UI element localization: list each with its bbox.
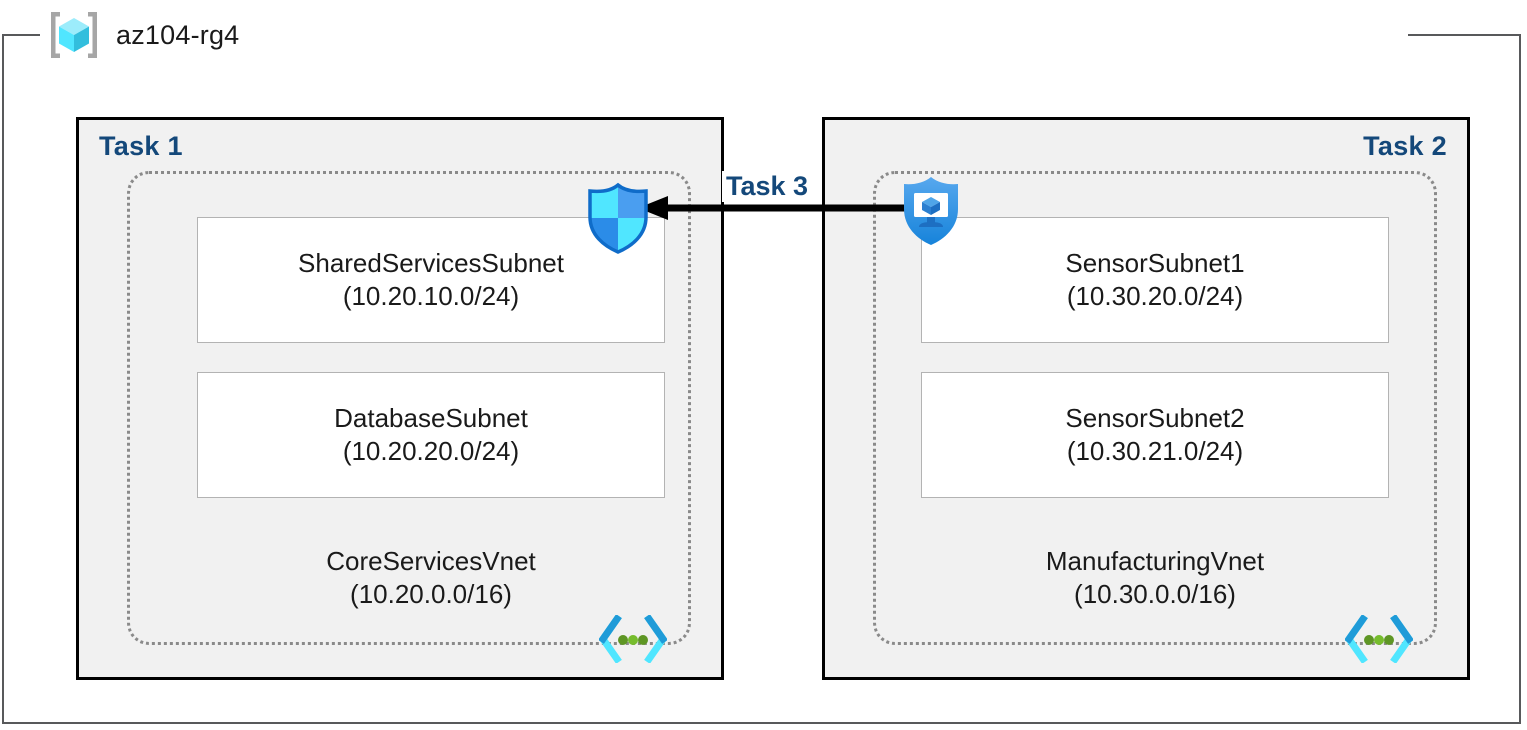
subnet-cidr: (10.20.10.0/24) — [342, 281, 520, 311]
subnet-cidr: (10.30.21.0/24) — [1066, 436, 1244, 466]
resource-group-frame-top-left — [2, 34, 40, 36]
subnet-name: SensorSubnet2 — [1065, 402, 1245, 433]
vnet-manufacturing[interactable] — [873, 171, 1437, 645]
vnet-cidr: (10.30.0.0/16) — [1074, 579, 1236, 610]
task-3-label: Task 3 — [722, 171, 813, 202]
subnet-name: SharedServicesSubnet — [298, 247, 564, 278]
subnet-cidr: (10.20.20.0/24) — [342, 436, 520, 466]
defender-shield-icon — [899, 175, 963, 247]
resource-group-cube-icon — [46, 7, 102, 63]
resource-group-header: az104-rg4 — [46, 6, 250, 64]
vnet-cidr: (10.20.0.0/16) — [350, 579, 512, 610]
task-panel-1[interactable]: Task 1 SharedServicesSubnet (10.20.10.0/… — [76, 117, 724, 680]
vnet-name: CoreServicesVnet — [326, 546, 536, 576]
task-1-label: Task 1 — [99, 131, 183, 161]
resource-group-frame-top-right — [1408, 34, 1521, 36]
subnet-cidr: (10.30.20.0/24) — [1066, 281, 1244, 311]
vnet-core-services[interactable] — [127, 171, 691, 645]
subnet-sensor-2[interactable]: SensorSubnet2 (10.30.21.0/24) — [921, 372, 1389, 498]
vnet-caption-manufacturing: ManufacturingVnet (10.30.0.0/16) — [921, 545, 1389, 612]
subnet-name: SensorSubnet1 — [1065, 247, 1245, 278]
virtual-network-icon — [1344, 614, 1414, 664]
vnet-name: ManufacturingVnet — [1045, 546, 1265, 576]
subnet-database[interactable]: DatabaseSubnet (10.20.20.0/24) — [197, 372, 665, 498]
subnet-shared-services[interactable]: SharedServicesSubnet (10.20.10.0/24) — [197, 217, 665, 343]
nsg-shield-icon — [584, 182, 652, 254]
peering-arrow — [636, 193, 918, 223]
task-2-label: Task 2 — [1363, 131, 1447, 161]
subnet-name: DatabaseSubnet — [334, 402, 528, 433]
resource-group-frame — [2, 34, 1521, 724]
subnet-sensor-1[interactable]: SensorSubnet1 (10.30.20.0/24) — [921, 217, 1389, 343]
virtual-network-icon — [598, 614, 668, 664]
vnet-caption-core-services: CoreServicesVnet (10.20.0.0/16) — [197, 545, 665, 612]
resource-group-title: az104-rg4 — [116, 19, 240, 50]
